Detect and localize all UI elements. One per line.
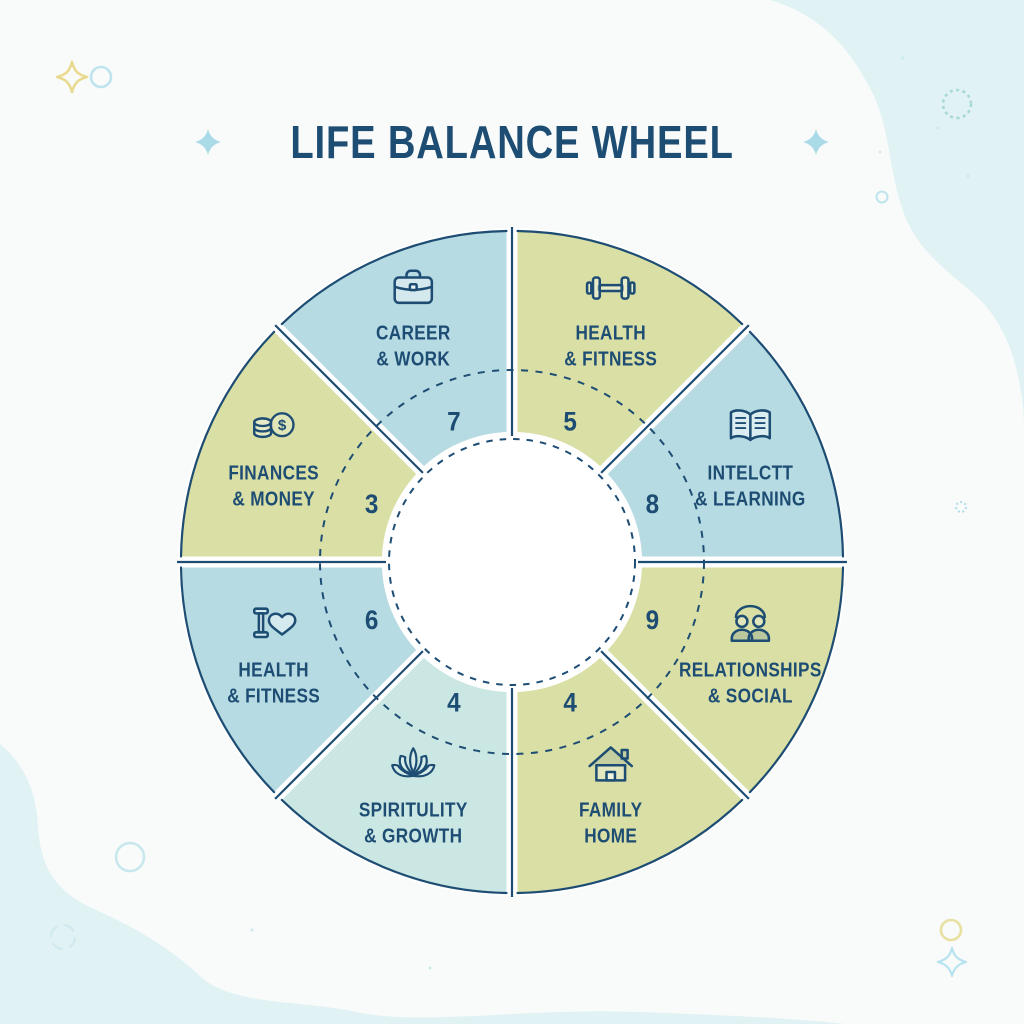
wheel-segment-career-work [281, 231, 507, 467]
title-sparkle-left-icon [194, 129, 221, 155]
segment-score: 3 [365, 490, 379, 519]
center-hole-dashed-circle [388, 438, 636, 686]
segment-rim-arc [280, 798, 508, 895]
segment-label: RELATIONSHIPS& SOCIAL [679, 659, 822, 708]
segment-score: 6 [365, 606, 379, 635]
circle-decoration [89, 65, 113, 89]
segment-label: HEALTH& FITNESS [227, 659, 320, 708]
segment-score: 5 [563, 407, 577, 436]
open-book-icon [729, 409, 772, 442]
circle-decoration [49, 923, 77, 951]
circle-decoration [939, 918, 963, 942]
segment-rim-arc [748, 566, 845, 794]
wheel-segment-relationships-social [607, 567, 843, 793]
segment-rim-arc [280, 229, 508, 326]
segment-score: 9 [646, 606, 660, 635]
segment-rim-arc [179, 566, 276, 794]
page-title: LIFE BALANCE WHEEL [290, 116, 734, 168]
segment-separator-line [600, 650, 750, 800]
segment-label: HEALTH& FITNESS [564, 321, 657, 370]
blue-sparkle-outline-icon [936, 946, 968, 978]
wheel-segment-health-fitness-left [181, 567, 417, 793]
segment-score: 4 [563, 688, 577, 717]
wheel-segment-finances-money [181, 331, 417, 557]
circle-decoration [875, 190, 889, 204]
segment-separator-line [600, 324, 750, 474]
dashed-guide-circle [319, 369, 705, 755]
segment-label: SPIRITULITY& GROWTH [359, 798, 468, 847]
segment-rim-arc [516, 798, 744, 895]
segment-label: CAREER& WORK [376, 321, 451, 370]
title-sparkle-right-icon [803, 129, 830, 155]
segment-label: INTELCTT& LEARNING [695, 461, 805, 510]
speckle-dots [250, 56, 970, 970]
blob-bottom-left [0, 744, 845, 1024]
segment-rim-arc [179, 330, 276, 558]
title-block: LIFE BALANCE WHEEL [0, 112, 1024, 172]
segment-score: 4 [447, 688, 461, 717]
segment-score: 7 [447, 407, 461, 436]
wheel-segment-family-home [517, 657, 743, 893]
segment-score: 8 [646, 490, 660, 519]
segment-separator-line [274, 650, 424, 800]
circle-decoration [114, 841, 146, 873]
segment-separator-line [274, 324, 424, 474]
wheel-segment-health-fitness-top [517, 231, 743, 467]
wheel-segment-spirituality-growth [281, 657, 507, 893]
circle-decoration [941, 88, 973, 120]
segment-label: FINANCES& MONEY [228, 461, 319, 510]
circle-decoration [955, 501, 967, 513]
yellow-sparkle-icon [55, 60, 89, 94]
blob-top-right [770, 0, 1024, 430]
segment-rim-arc [516, 229, 744, 326]
wheel-segment-intellect-learning [607, 331, 843, 557]
segment-rim-arc [748, 330, 845, 558]
